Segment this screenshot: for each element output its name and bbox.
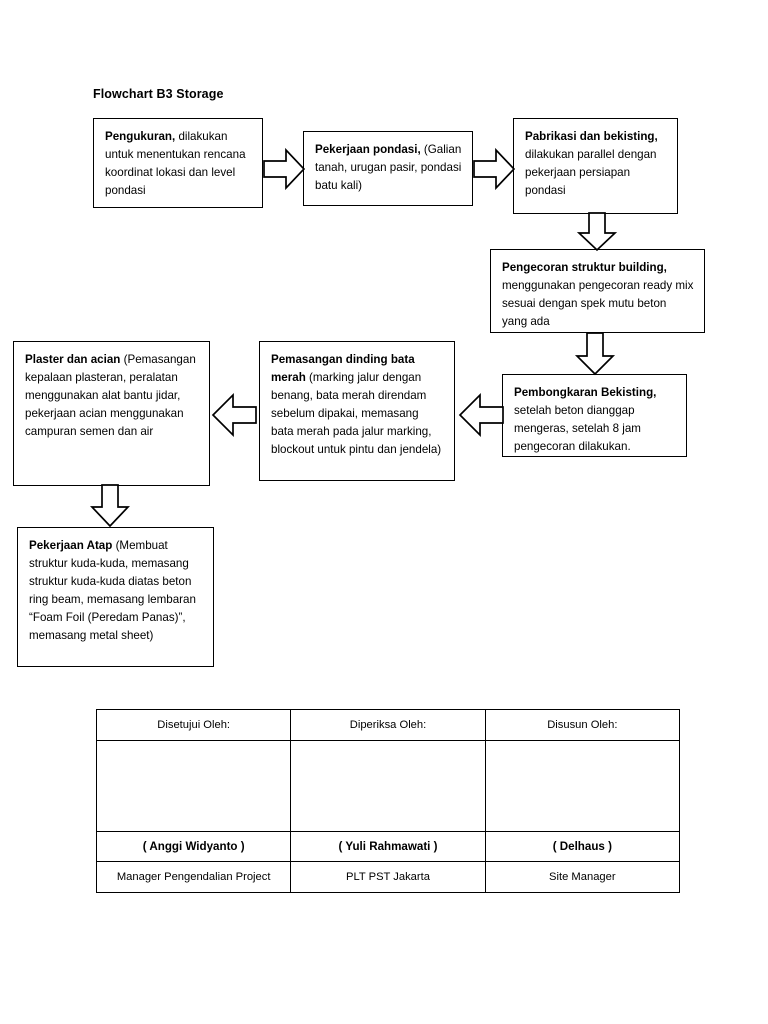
arrow-down-icon [575,212,619,252]
flow-node-pemasangan-dinding: Pemasangan dinding bata merah (marking j… [259,341,455,481]
flow-node-heading: Pembongkaran Bekisting, [514,386,657,399]
flow-node-plaster-acian: Plaster dan acian (Pemasangan kepalaan p… [13,341,210,486]
signature-header-cell: Diperiksa Oleh: [290,709,486,741]
signature-blank-cell [290,740,486,832]
flow-node-body: (Galian tanah, urugan pasir, pondasi bat… [315,143,462,192]
flow-node-heading: Pekerjaan pondasi, [315,143,421,156]
flow-node-pekerjaan-atap: Pekerjaan Atap (Membuat struktur kuda-ku… [17,527,214,667]
signature-name-cell: ( Anggi Widyanto ) [95,831,292,862]
arrow-left-icon [211,392,257,438]
signature-role-cell: Site Manager [484,861,681,893]
arrow-down-icon [573,332,617,376]
flow-node-heading: Plaster dan acian [25,353,121,366]
table-row-roles: Manager Pengendalian Project PLT PST Jak… [95,861,681,893]
flow-node-pengecoran-struktur: Pengecoran struktur building, menggunaka… [490,249,705,333]
flow-node-heading: Pabrikasi dan bekisting, [525,130,658,143]
signature-role-cell: Manager Pengendalian Project [95,861,292,893]
table-row-signature-space [95,740,681,832]
page-title: Flowchart B3 Storage [93,87,224,101]
flow-node-body: (marking jalur dengan benang, bata merah… [271,370,442,456]
flow-node-heading: Pemasangan dinding bata merah [271,353,415,384]
arrow-down-icon [89,484,131,528]
flow-node-pabrikasi-bekisting: Pabrikasi dan bekisting, dilakukan paral… [513,118,678,214]
flow-node-body: (Membuat struktur kuda-kuda, memasang st… [29,539,196,642]
flow-node-pengukuran: Pengukuran, dilakukan untuk menentukan r… [93,118,263,208]
flow-node-body: dilakukan untuk menentukan rencana koord… [105,130,246,197]
flow-node-pekerjaan-pondasi: Pekerjaan pondasi, (Galian tanah, urugan… [303,131,473,206]
signature-header-cell: Disusun Oleh: [484,709,681,741]
flow-node-pembongkaran-bekisting: Pembongkaran Bekisting, setelah beton di… [502,374,687,457]
flow-node-heading: Pengecoran struktur building, [502,261,667,274]
arrow-left-icon [458,392,504,438]
flow-node-body: (Pemasangan kepalaan plasteran, peralata… [25,353,196,438]
signature-blank-cell [95,740,292,832]
table-row-headers: Disetujui Oleh: Diperiksa Oleh: Disusun … [95,709,681,741]
arrow-right-icon [473,147,515,191]
flow-node-heading: Pengukuran, [105,130,176,143]
flow-node-body: setelah beton dianggap mengeras, setelah… [514,403,641,453]
flow-node-body: dilakukan parallel dengan pekerjaan pers… [525,147,657,197]
flow-node-heading: Pekerjaan Atap [29,539,113,552]
signature-role-cell: PLT PST Jakarta [290,861,486,893]
signature-name-cell: ( Yuli Rahmawati ) [290,831,486,862]
signature-table: Disetujui Oleh: Diperiksa Oleh: Disusun … [95,709,681,893]
flow-node-body: menggunakan pengecoran ready mix sesuai … [502,278,694,328]
signature-header-cell: Disetujui Oleh: [95,709,292,741]
signature-name-cell: ( Delhaus ) [484,831,681,862]
table-row-names: ( Anggi Widyanto ) ( Yuli Rahmawati ) ( … [95,831,681,862]
signature-blank-cell [484,740,681,832]
arrow-right-icon [263,147,305,191]
